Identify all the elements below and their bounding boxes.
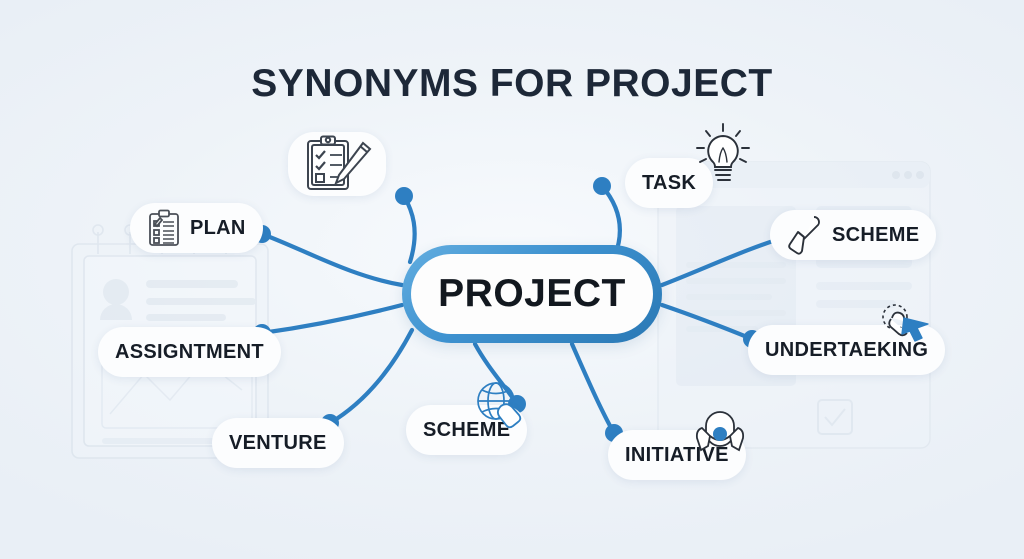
node-undertaking[interactable]: UNDERTAEKING bbox=[748, 325, 946, 375]
page-title: SYNONYMS FOR PROJECT bbox=[251, 62, 773, 105]
cursor-click-icon bbox=[878, 300, 930, 349]
central-node-project[interactable]: PROJECT bbox=[402, 245, 662, 343]
node-task-label: TASK bbox=[642, 171, 697, 194]
link-to-clipboard bbox=[401, 193, 417, 265]
link-to-undertaking bbox=[659, 302, 755, 342]
node-task[interactable]: TASK bbox=[625, 158, 714, 208]
clipboard-checklist-icon bbox=[147, 209, 181, 247]
clipboard-pen-icon bbox=[300, 133, 374, 195]
paintbrush-icon bbox=[787, 213, 823, 257]
node-venture-label: VENTURE bbox=[229, 431, 327, 454]
link-to-initiative bbox=[569, 341, 617, 436]
node-clipboard-pen[interactable] bbox=[288, 132, 386, 196]
teamwork-icon bbox=[692, 408, 748, 461]
node-plan[interactable]: PLAN bbox=[130, 203, 263, 253]
lightbulb-icon bbox=[692, 122, 754, 193]
node-undertaking-label: UNDERTAEKING bbox=[765, 338, 929, 361]
node-scheme-bottom-label: SCHEME bbox=[423, 418, 511, 441]
node-scheme-right[interactable]: SCHEME bbox=[770, 210, 937, 260]
link-to-assignment bbox=[259, 302, 405, 336]
link-to-plan bbox=[259, 231, 405, 288]
globe-hand-icon bbox=[474, 379, 532, 438]
link-to-scheme-right bbox=[659, 234, 789, 288]
node-plan-label: PLAN bbox=[190, 216, 246, 239]
link-to-venture bbox=[327, 327, 415, 426]
node-venture[interactable]: VENTURE bbox=[212, 418, 344, 468]
central-node-inner: PROJECT bbox=[411, 254, 653, 334]
node-scheme-right-label: SCHEME bbox=[832, 223, 920, 246]
central-node-label: PROJECT bbox=[438, 272, 626, 315]
node-assignment-label: ASSIGNTMENT bbox=[115, 340, 264, 363]
node-assignment[interactable]: ASSIGNTMENT bbox=[98, 327, 281, 377]
